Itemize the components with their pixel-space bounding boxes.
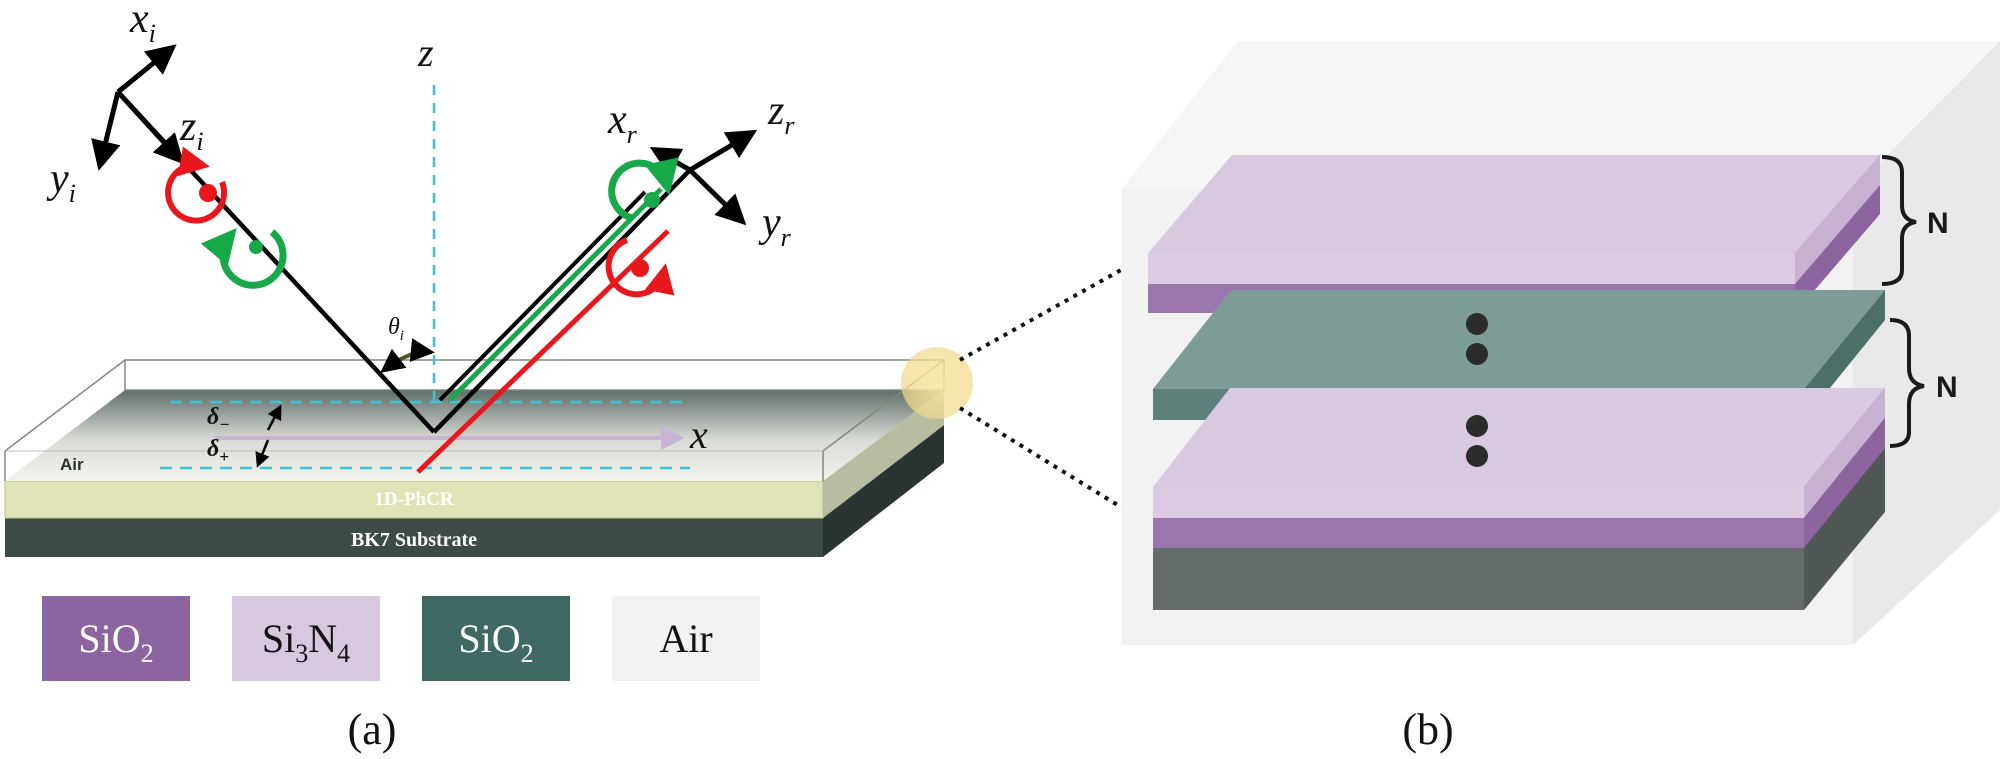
multilayer-stack <box>1121 41 2000 645</box>
delta-plus-sub: + <box>219 447 229 466</box>
legend-item: SiO2 <box>422 596 570 681</box>
substrate-front-face <box>5 518 823 557</box>
legend-item: Si3N4 <box>232 596 380 681</box>
svg-text:xr: xr <box>607 97 638 149</box>
zr-arrow <box>688 129 758 173</box>
ellipsis-dot <box>1466 343 1488 365</box>
delta-labels: δ− δ+ <box>207 404 282 468</box>
reflected-rcp-symbol <box>605 237 675 298</box>
theta-sub: i <box>400 328 404 344</box>
caption-a: (a) <box>348 705 397 754</box>
xi-symbol: x <box>129 0 149 42</box>
slab: Air 1D-PhCR BK7 Substrate <box>4 359 945 557</box>
svg-text:zr: zr <box>767 88 795 140</box>
top-si3n4-top <box>1148 155 1880 253</box>
yi-symbol: y <box>46 156 69 202</box>
legend-label: Air <box>659 616 712 661</box>
delta-minus-sub: − <box>219 415 229 434</box>
period-brace-top: N <box>1881 155 1949 286</box>
legend-item: SiO2 <box>42 596 190 681</box>
zoom-line-bottom <box>958 406 1152 527</box>
x-axis-label: x <box>689 412 708 457</box>
yr-arrow <box>688 168 747 226</box>
yr-symbol: y <box>758 200 781 246</box>
phcr-side-face <box>823 390 944 518</box>
theta-symbol: θ <box>388 314 400 340</box>
yi-arrow <box>91 91 121 171</box>
middle-sio2-top <box>1153 290 1885 389</box>
xi-arrow <box>116 44 177 94</box>
zi-arrow <box>116 90 185 165</box>
air-box-top <box>1121 41 2000 190</box>
yi-sub: i <box>69 179 76 208</box>
delta-plus-arrow <box>255 439 270 468</box>
xi-sub: i <box>149 19 156 48</box>
air-box-back <box>124 359 945 391</box>
zoom-spot <box>901 347 973 419</box>
theta-arc <box>380 338 435 373</box>
svg-text:δ−: δ− <box>207 404 230 434</box>
ellipsis-dot <box>1466 313 1488 335</box>
legend-swatch <box>422 596 570 681</box>
period-n-mid: N <box>1936 371 1958 404</box>
svg-text:δ+: δ+ <box>207 436 229 466</box>
incident-lcp-symbol <box>200 227 287 289</box>
air-label: Air <box>60 455 84 474</box>
zoom-line-top <box>959 254 1147 362</box>
delta-plus-symbol: δ <box>207 436 219 462</box>
reflected-beam-red <box>416 229 670 474</box>
top-face <box>5 390 944 481</box>
incident-rcp-symbol <box>165 146 227 224</box>
period-brace-mid: N <box>1889 318 1958 448</box>
incident-frame: xi yi zi <box>46 0 204 208</box>
zr-sub: r <box>784 111 795 140</box>
reflected-lcp-symbol <box>608 157 679 222</box>
delta-minus-symbol: δ <box>207 404 219 430</box>
svg-text:zi: zi <box>179 104 204 156</box>
reflected-beam-black-front <box>438 190 647 402</box>
top-si3n4-front <box>1148 253 1795 284</box>
legend-swatch <box>612 596 760 681</box>
middle-sio2-side <box>1804 290 1885 420</box>
period-n-top: N <box>1927 207 1949 240</box>
bottom-substrate-front <box>1153 548 1804 610</box>
svg-text:θi: θi <box>388 314 404 344</box>
bottom-si3n4-front <box>1153 487 1804 518</box>
caption-b: (b) <box>1402 705 1453 754</box>
z-axis-label: z <box>417 30 434 75</box>
ellipsis-dot <box>1466 445 1488 467</box>
legend-swatch <box>42 596 190 681</box>
reflected-frame: xr zr yr <box>607 88 795 252</box>
zi-symbol: z <box>179 104 196 150</box>
legend-item: Air <box>612 596 760 681</box>
delta-minus-arrow <box>266 404 282 431</box>
phcr-label: 1D-PhCR <box>374 489 453 510</box>
substrate-side-face <box>823 425 944 557</box>
substrate-label: BK7 Substrate <box>351 529 477 551</box>
reflected-beam-black <box>432 168 692 434</box>
svg-text:yi: yi <box>46 156 76 208</box>
legend-label: SiO2 <box>78 616 153 668</box>
zi-sub: i <box>196 127 203 156</box>
xr-sub: r <box>627 120 638 149</box>
air-box-side <box>1853 41 2000 645</box>
xr-symbol: x <box>607 97 627 143</box>
bottom-sio2-front <box>1153 518 1804 548</box>
legend-label: Si3N4 <box>262 616 350 668</box>
legend-swatch <box>232 596 380 681</box>
svg-text:yr: yr <box>758 200 792 252</box>
reflected-beam-green <box>448 187 663 402</box>
yr-sub: r <box>781 223 792 252</box>
material-legend: SiO2 Si3N4 SiO2 Air <box>42 596 760 681</box>
legend-label: SiO2 <box>458 616 533 668</box>
svg-text:xi: xi <box>129 0 156 48</box>
ellipsis-dot <box>1466 415 1488 437</box>
zr-symbol: z <box>767 88 784 134</box>
xr-arrow <box>649 147 692 175</box>
bottom-si3n4-top <box>1153 388 1885 487</box>
